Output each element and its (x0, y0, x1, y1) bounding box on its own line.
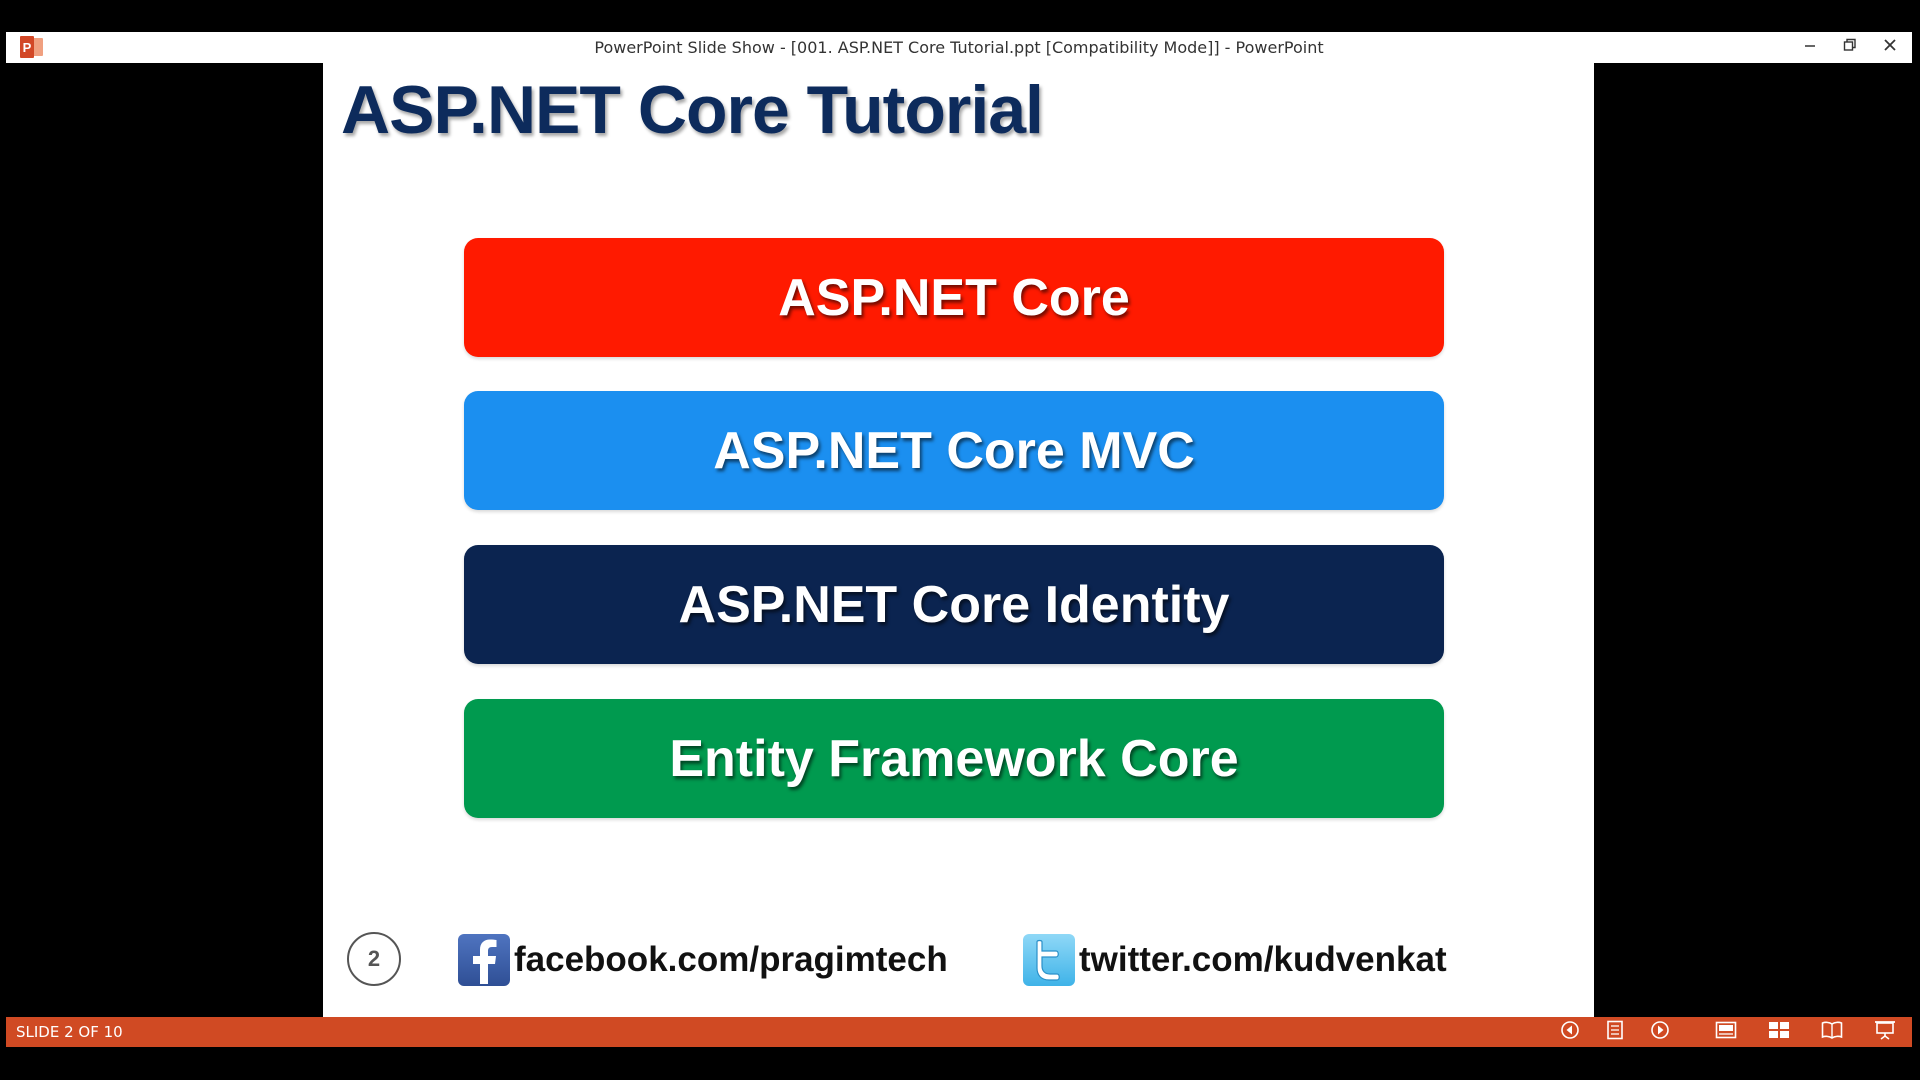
svg-text:P: P (23, 40, 32, 55)
topic-asp-net-core: ASP.NET Core (464, 238, 1444, 357)
twitter-icon (1023, 934, 1075, 986)
normal-view-button[interactable] (1713, 1020, 1739, 1044)
normal-view-icon (1715, 1021, 1737, 1044)
reading-view-button[interactable] (1819, 1020, 1845, 1044)
topic-asp-net-core-mvc: ASP.NET Core MVC (464, 391, 1444, 510)
slide-title: ASP.NET Core Tutorial (341, 72, 1044, 148)
twitter-text: twitter.com/kudvenkat (1079, 940, 1447, 979)
window-title: PowerPoint Slide Show - [001. ASP.NET Co… (594, 38, 1324, 57)
slide-number: 2 (347, 932, 401, 986)
facebook-link: facebook.com/pragimtech (458, 933, 948, 987)
slide-sorter-icon (1768, 1021, 1790, 1044)
close-button[interactable] (1870, 32, 1910, 63)
title-bar: P PowerPoint Slide Show - [001. ASP.NET … (6, 32, 1912, 63)
facebook-text: facebook.com/pragimtech (514, 940, 948, 979)
next-slide-button[interactable] (1647, 1020, 1673, 1044)
notes-button[interactable] (1602, 1020, 1628, 1044)
minimize-button[interactable] (1790, 32, 1830, 63)
topic-entity-framework-core: Entity Framework Core (464, 699, 1444, 818)
slideshow-button[interactable] (1872, 1020, 1898, 1044)
reading-view-icon (1821, 1021, 1843, 1044)
facebook-icon (458, 934, 510, 986)
previous-icon (1560, 1020, 1580, 1045)
slide: ASP.NET Core Tutorial ASP.NET Core ASP.N… (323, 63, 1594, 1017)
close-icon (1883, 38, 1897, 57)
topic-asp-net-core-identity: ASP.NET Core Identity (464, 545, 1444, 664)
slide-counter: SLIDE 2 OF 10 (16, 1023, 123, 1041)
status-bar: SLIDE 2 OF 10 (6, 1017, 1912, 1047)
slideshow-icon (1874, 1020, 1896, 1045)
previous-slide-button[interactable] (1557, 1020, 1583, 1044)
restore-icon (1843, 38, 1857, 57)
notes-icon (1606, 1020, 1624, 1045)
restore-button[interactable] (1830, 32, 1870, 63)
next-icon (1650, 1020, 1670, 1045)
minimize-icon (1803, 38, 1817, 57)
slide-sorter-button[interactable] (1766, 1020, 1792, 1044)
powerpoint-icon: P (20, 36, 44, 58)
twitter-link: twitter.com/kudvenkat (1023, 933, 1447, 987)
